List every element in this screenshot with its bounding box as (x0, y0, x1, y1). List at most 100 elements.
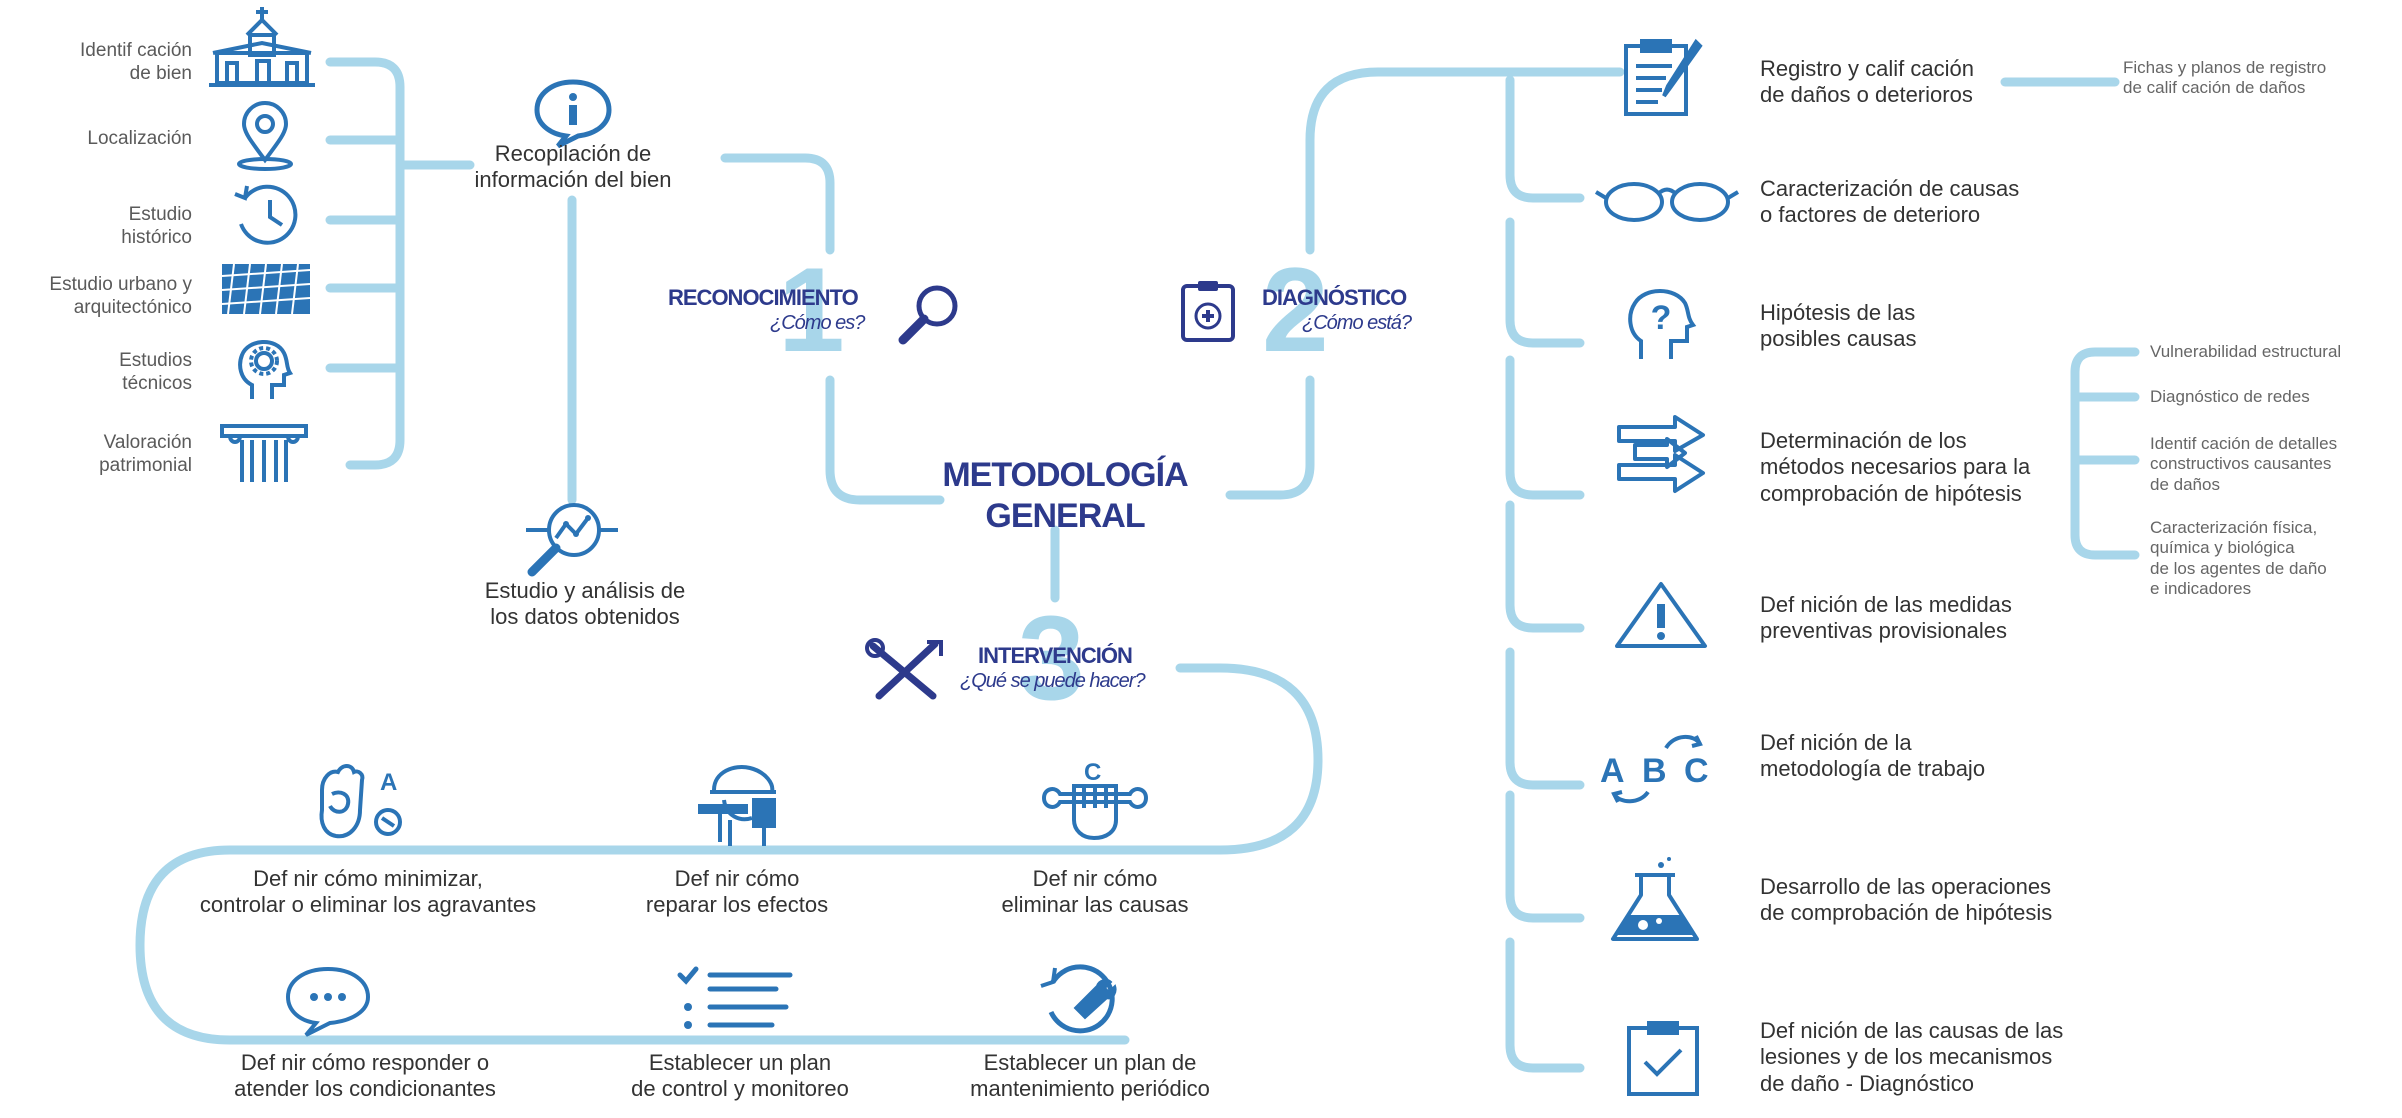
center-title-line2: GENERAL (985, 496, 1145, 535)
methods-bracket (2070, 347, 2140, 560)
analysis-label-line: Estudio y análisis de (484, 578, 686, 603)
fist-wrench-icon: C (1041, 759, 1149, 841)
diag-item-methods: Determinación de los métodos necesarios … (1760, 428, 2030, 507)
interv-maintenance: Establecer un plan de mantenimiento peri… (940, 1050, 1240, 1103)
clipboard-pen-icon (1624, 38, 1703, 116)
church-icon (209, 7, 315, 87)
intervention-serpentine (135, 663, 1323, 1045)
badge-a: A (380, 769, 397, 796)
stage-3-number: 3 (1018, 591, 1085, 725)
svg-text:?: ? (1651, 299, 1672, 337)
collect-label-line: Recopilación de (494, 141, 652, 166)
diag-item-label: Caracterización de causas (1760, 176, 2020, 201)
method-label: Diagnóstico de redes (2150, 387, 2310, 406)
diag-item-label: de daño - Diagnóstico (1760, 1070, 1975, 1096)
column-icon (220, 424, 308, 482)
diag-item-diagnosis: Def nición de las causas de las lesiones… (1760, 1018, 2063, 1097)
diag-item-label: de comprobación de hipótesis (1760, 900, 2053, 926)
recon-item-label: Localización (87, 128, 192, 149)
interv-label-line: Def nir cómo (1032, 866, 1158, 891)
stage-1-question: ¿Cómo es? (770, 312, 865, 335)
svg-text:B: B (1642, 752, 1667, 790)
diag-item-operations: Desarrollo de las operaciones de comprob… (1760, 874, 2052, 927)
recon-item-label: arquitectónico (73, 296, 192, 318)
diag-item-label: Registro y calif cación (1760, 56, 1974, 81)
head-gear-icon (238, 340, 294, 399)
diag-item-label: Determinación de los (1760, 428, 1967, 453)
interv-label-line: controlar o eliminar los agravantes (199, 892, 537, 918)
interv-eliminate: Def nir cómo eliminar las causas (970, 866, 1220, 919)
method-structural: Vulnerabilidad estructural (2150, 342, 2341, 362)
method-label: de daños (2150, 474, 2220, 494)
interv-label-line: eliminar las causas (1001, 892, 1189, 918)
flask-icon (1611, 857, 1699, 941)
recon-item-label: patrimonial (99, 454, 192, 476)
diag-item-label: Def nición de las medidas (1760, 592, 2012, 617)
method-label: química y biológica (2150, 538, 2295, 558)
diag-item-label: metodología de trabajo (1760, 756, 1986, 782)
stage-2-question: ¿Cómo está? (1302, 312, 1412, 335)
recon-item-label: Estudio urbano y (49, 274, 192, 295)
diag-item-label: Def nición de las causas de las (1760, 1018, 2064, 1043)
stage-3-question: ¿Qué se puede hacer? (960, 670, 1146, 693)
location-pin-icon (237, 101, 293, 171)
magnifier-chart-icon (526, 503, 618, 577)
interv-label-line: mantenimiento periódico (970, 1076, 1210, 1102)
svg-text:A: A (1600, 752, 1625, 790)
diag-item-label: o factores de deterioro (1760, 202, 1981, 228)
stage2-to-top (1305, 67, 1625, 255)
warning-icon (1615, 582, 1707, 648)
hand-a-wrench-icon: A (319, 764, 402, 839)
registry-note: Fichas y planos de registro de calif cac… (2123, 58, 2326, 99)
recon-bracket (325, 57, 405, 470)
arrows-icon (1617, 415, 1705, 493)
stage1-to-center (825, 375, 945, 505)
tools-crossed-icon (865, 638, 943, 700)
method-label: constructivos causantes (2150, 454, 2332, 474)
registry-note-line: Fichas y planos de registro (2123, 58, 2327, 77)
abc-cycle-icon: A B C (1600, 735, 1709, 804)
method-label: e indicadores (2150, 579, 2252, 599)
history-clock-icon (234, 184, 298, 245)
svg-text:C: C (1684, 752, 1709, 790)
stage-1-label: RECONOCIMIENTO ¿Cómo es? (668, 285, 865, 335)
diag-item-label: posibles causas (1760, 326, 1917, 352)
recon-item-label: Estudio (128, 204, 192, 225)
method-details: Identif cación de detalles constructivos… (2150, 434, 2337, 495)
badge-c: C (1084, 759, 1101, 786)
diag-item-label: Def nición de la (1760, 730, 1912, 755)
interv-label-line: atender los condicionantes (234, 1076, 496, 1102)
recon-item-history: Estudio histórico (30, 204, 192, 250)
stage-3-label: INTERVENCIÓN ¿Qué se puede hacer? (960, 643, 1146, 693)
recon-item-heritage: Valoración patrimonial (30, 432, 192, 478)
center-to-stage2 (1225, 375, 1315, 500)
diag-item-methodology: Def nición de la metodología de trabajo (1760, 730, 1985, 783)
method-label: Vulnerabilidad estructural (2150, 342, 2342, 361)
registry-note-line: de calif cación de daños (2123, 78, 2306, 98)
clipboard-check-icon (1627, 1021, 1699, 1096)
center-title-line1: METODOLOGÍA (942, 456, 1188, 494)
info-bubble-icon (534, 79, 612, 148)
interv-repair: Def nir cómo reparar los efectos (612, 866, 862, 919)
stage-1-title: RECONOCIMIENTO (668, 285, 859, 310)
interv-minimize: Def nir cómo minimizar, controlar o elim… (162, 866, 574, 919)
diag-item-registry: Registro y calif cación de daños o deter… (1760, 56, 1974, 109)
diag-item-label: Hipótesis de las (1760, 300, 1916, 325)
recon-item-urban: Estudio urbano y arquitectónico (30, 274, 192, 320)
method-networks: Diagnóstico de redes (2150, 387, 2310, 407)
diag-item-label: preventivas provisionales (1760, 618, 2008, 644)
chat-bubble-icon (285, 966, 371, 1037)
collect-to-stage1 (720, 153, 835, 255)
stage-1-number: 1 (778, 243, 845, 377)
method-label: Identif cación de detalles (2150, 434, 2338, 453)
center-title: METODOLOGÍA GENERAL (905, 455, 1225, 537)
checklist-icon (677, 966, 793, 1029)
recon-item-identification: Identif cación de bien (30, 40, 192, 86)
diag-item-hypothesis: Hipótesis de las posibles causas (1760, 300, 1917, 353)
analysis-label: Estudio y análisis de los datos obtenido… (460, 578, 710, 631)
stage-2-number: 2 (1262, 243, 1329, 377)
recon-item-label: técnicos (122, 372, 192, 394)
glasses-icon (1594, 182, 1740, 222)
